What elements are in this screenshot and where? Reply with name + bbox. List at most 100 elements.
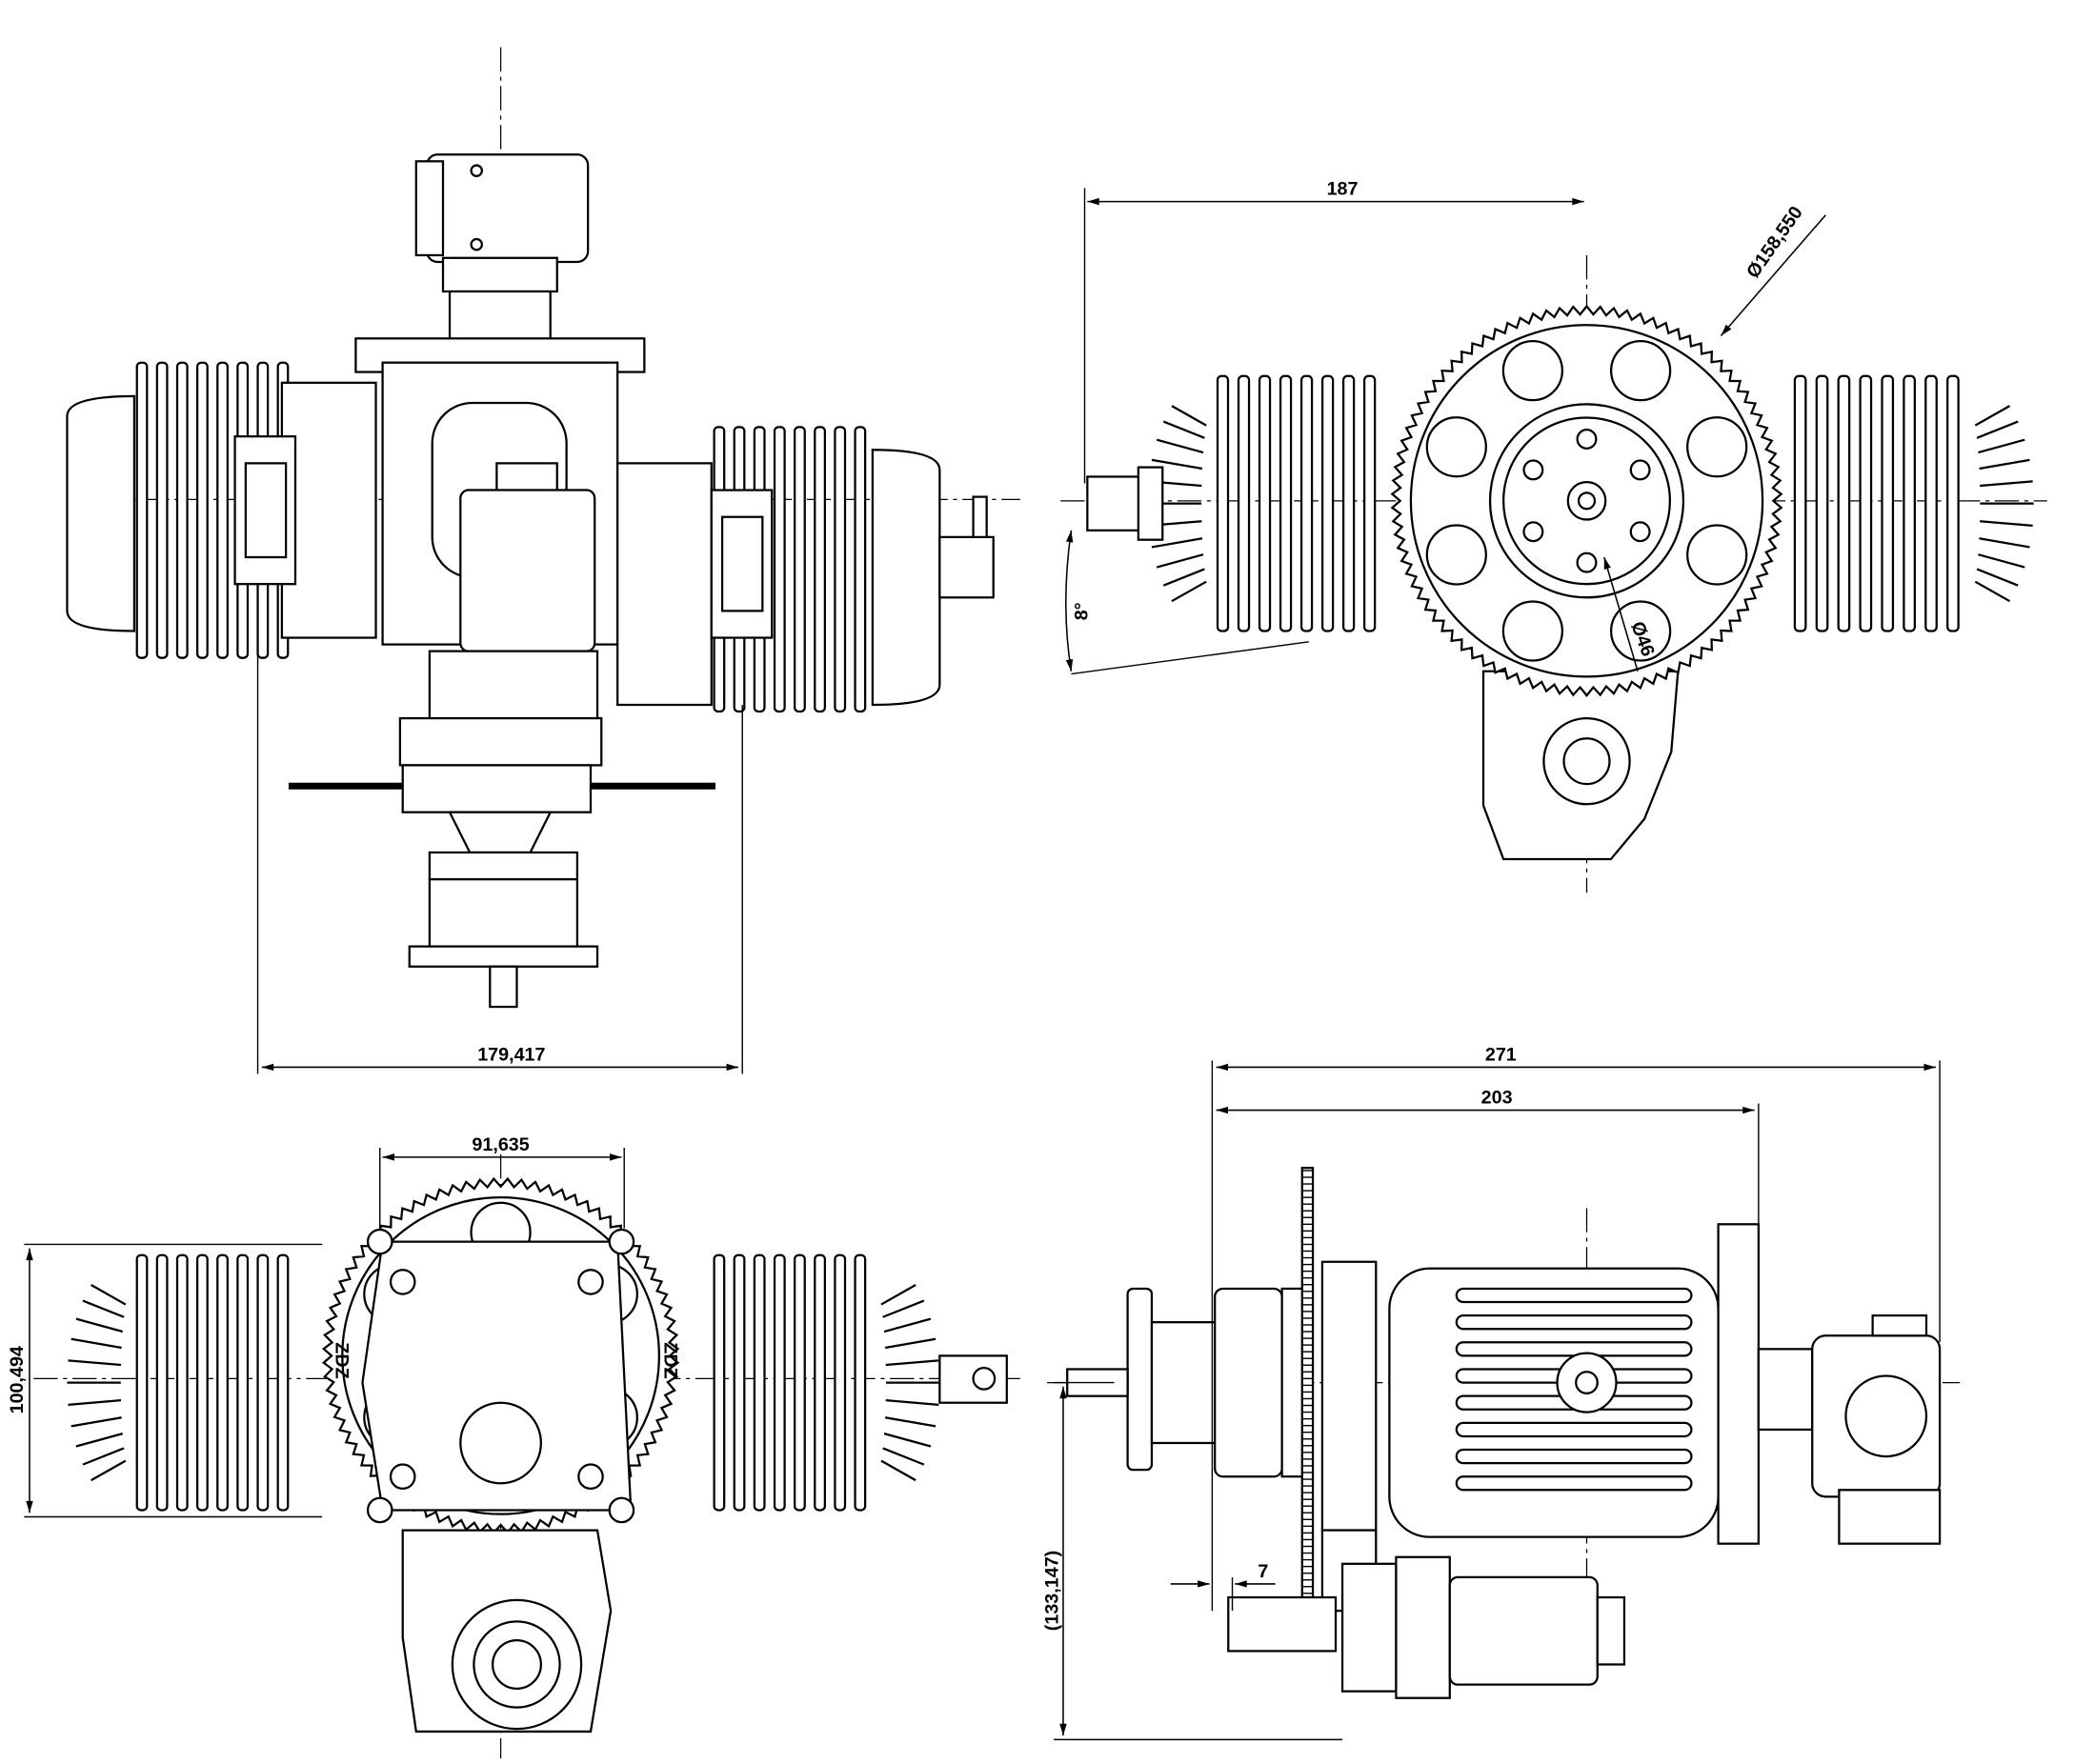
cooling-fin — [814, 1253, 826, 1512]
cooling-fin — [1299, 374, 1314, 632]
cooling-fin — [1363, 374, 1377, 632]
cooling-spike — [70, 1337, 122, 1350]
cooling-spike — [883, 1317, 932, 1333]
cooling-spike — [75, 1433, 124, 1448]
cooling-spike — [880, 1284, 916, 1306]
cooling-fin — [1946, 374, 1960, 632]
cooling-spike — [70, 1416, 122, 1428]
cooling-fin — [216, 1253, 229, 1512]
left-cylinder — [67, 1253, 290, 1512]
head-fin — [1455, 1421, 1693, 1438]
dim-133-147: (133,147) — [1041, 1551, 1062, 1631]
bolt — [1576, 429, 1598, 451]
cooling-fin — [1279, 374, 1293, 632]
gear-window — [1686, 524, 1748, 586]
gear-window — [1501, 600, 1564, 662]
ring-gear-side — [1300, 1167, 1315, 1599]
dim-187: 187 — [1327, 179, 1359, 200]
head-fin — [1455, 1287, 1693, 1304]
bolt — [608, 1228, 635, 1255]
cooling-fin — [1341, 374, 1356, 632]
cooling-spike — [1979, 537, 2030, 549]
head-fin — [1455, 1448, 1693, 1465]
cooling-fin — [1237, 374, 1251, 632]
cooling-fin — [1258, 374, 1272, 632]
cooling-fin — [854, 1253, 867, 1512]
cooling-fin — [175, 1253, 189, 1512]
side-view: 271 203 7 (133,147) — [1041, 1044, 1961, 1741]
bolt — [1629, 521, 1651, 543]
logo-text: ZDZ — [659, 1342, 680, 1378]
dim-100-494: 100,494 — [7, 1346, 28, 1413]
cooling-spike — [884, 1337, 936, 1350]
right-cylinder — [1793, 374, 2034, 632]
bolt — [389, 1269, 416, 1295]
cooling-spike — [68, 1359, 122, 1367]
bolt — [389, 1463, 416, 1491]
cooling-spike — [1979, 458, 2030, 471]
gear-rim — [341, 1196, 660, 1515]
cooling-spike — [1974, 580, 2011, 603]
cooling-fin — [196, 1253, 209, 1512]
cooling-spike — [1162, 420, 1205, 439]
cooling-spike — [882, 1447, 925, 1466]
cooling-spike — [885, 1359, 939, 1367]
cooling-spike — [1976, 420, 2019, 439]
cooling-fin — [733, 1253, 746, 1512]
cooling-spike — [880, 1459, 916, 1482]
gear-window — [1425, 416, 1487, 478]
head-fin — [1455, 1341, 1693, 1357]
cooling-spike — [1980, 520, 2033, 528]
cooling-spike — [1156, 438, 1204, 454]
cooling-fin — [256, 1253, 270, 1512]
cooling-fin — [236, 1253, 250, 1512]
bolt — [366, 1496, 393, 1524]
cooling-fin — [196, 361, 209, 659]
bolt — [1522, 521, 1544, 543]
top-view: 179,417 — [66, 47, 1020, 1074]
bolt — [577, 1269, 604, 1295]
cooling-spike — [1162, 568, 1205, 587]
left-cylinder — [1147, 374, 1377, 632]
gear-window — [1425, 524, 1487, 586]
cooling-spike — [885, 1399, 939, 1406]
cooling-fin — [175, 361, 189, 659]
bolt — [1522, 459, 1544, 481]
cooling-spike — [1980, 480, 2033, 488]
bolt — [608, 1496, 635, 1524]
logo-text: ZDZ — [331, 1342, 352, 1378]
cooling-spike — [82, 1447, 125, 1466]
cooling-spike — [1151, 537, 1203, 549]
cooling-spike — [1974, 405, 2011, 427]
right-cylinder — [713, 1253, 940, 1512]
cooling-fin — [1881, 374, 1895, 632]
cooling-spike — [883, 1433, 932, 1448]
cooling-spike — [75, 1317, 124, 1333]
cooling-fin — [1903, 374, 1916, 632]
head-fin — [1455, 1313, 1693, 1331]
cooling-fin — [854, 426, 867, 713]
cooling-spike — [1171, 405, 1207, 427]
bolt — [1629, 459, 1651, 481]
front-view: 187 Ø158,550 8° Ø46 — [1060, 179, 2047, 893]
cooling-fin — [773, 426, 786, 713]
cooling-fin — [794, 426, 806, 713]
cooling-spike — [91, 1284, 127, 1306]
dim-203: 203 — [1481, 1087, 1513, 1108]
dim-7: 7 — [1258, 1561, 1268, 1582]
gear-window — [1610, 340, 1672, 402]
cooling-fin — [794, 1253, 806, 1512]
bolt — [366, 1228, 393, 1255]
cooling-fin — [135, 361, 149, 659]
cooling-fin — [155, 1253, 169, 1512]
cooling-spike — [91, 1459, 127, 1482]
cooling-fin — [713, 1253, 726, 1512]
gear-window — [1610, 600, 1672, 662]
cooling-fin — [1859, 374, 1873, 632]
cooling-fin — [135, 1253, 149, 1512]
dim-91-635: 91,635 — [472, 1134, 529, 1155]
cooling-spike — [68, 1399, 122, 1406]
cooling-spike — [1171, 580, 1207, 603]
